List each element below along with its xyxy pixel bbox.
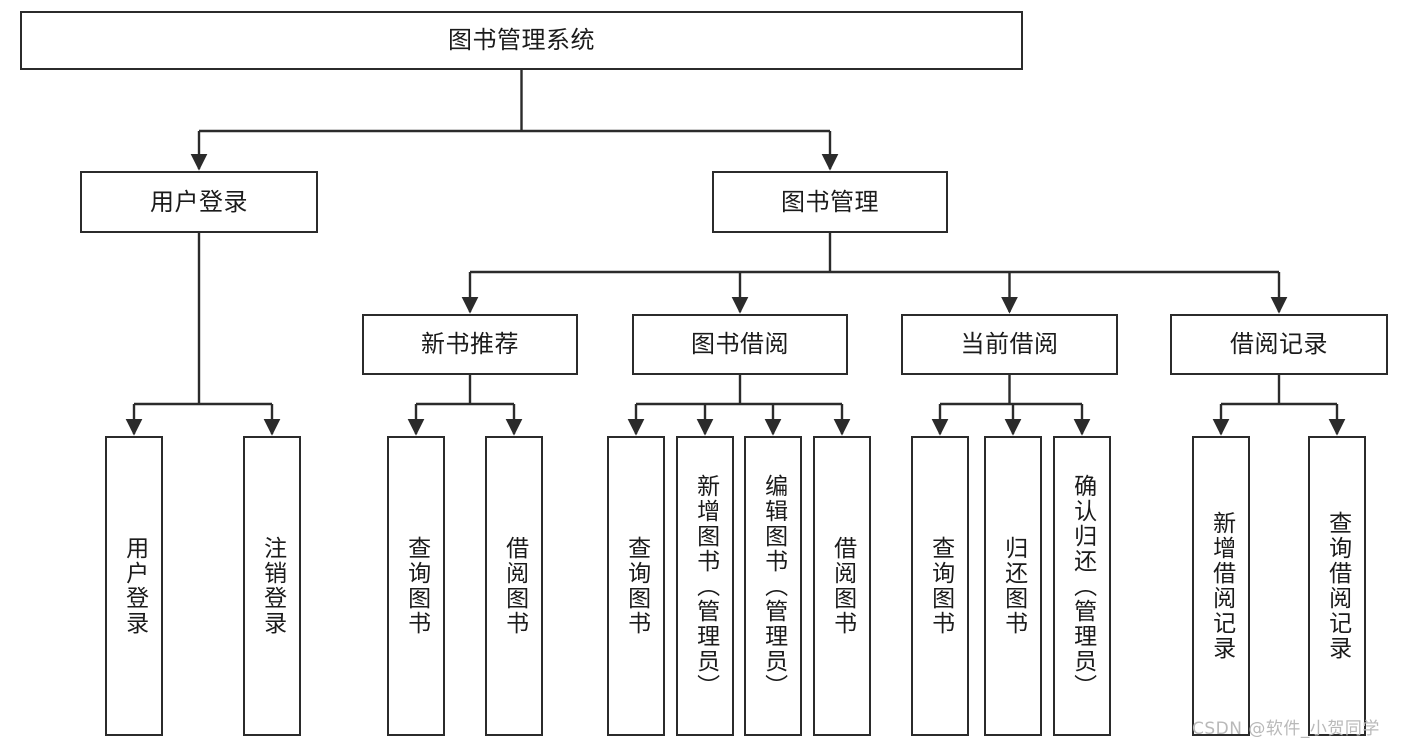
node-label: 用户登录	[150, 187, 248, 216]
node-leaf-query-books-current[interactable]: 查询图书	[911, 436, 969, 736]
csdn-watermark: CSDN @软件_小贺同学	[1192, 719, 1380, 739]
node-current-borrow[interactable]: 当前借阅	[901, 314, 1118, 375]
node-leaf-borrow-books-recommend[interactable]: 借阅图书	[485, 436, 543, 736]
node-leaf-return-book[interactable]: 归还图书	[984, 436, 1042, 736]
node-label: 图书借阅	[691, 330, 789, 359]
node-label: 确认归还（管理员）	[1069, 473, 1096, 699]
node-label: 用户登录	[121, 536, 148, 636]
node-label: 查询借阅记录	[1324, 511, 1351, 661]
node-leaf-add-borrow-record[interactable]: 新增借阅记录	[1192, 436, 1250, 736]
node-label: 编辑图书（管理员）	[760, 473, 787, 699]
node-book-borrow[interactable]: 图书借阅	[632, 314, 848, 375]
node-leaf-query-books-borrow[interactable]: 查询图书	[607, 436, 665, 736]
node-label: 当前借阅	[960, 330, 1059, 359]
node-title[interactable]: 图书管理系统	[20, 11, 1023, 70]
node-label: 图书管理	[781, 187, 879, 216]
node-label: 借阅图书	[829, 536, 856, 636]
node-book-management[interactable]: 图书管理	[712, 171, 948, 233]
node-leaf-add-book-admin[interactable]: 新增图书（管理员）	[676, 436, 734, 736]
node-label: 注销登录	[259, 536, 286, 636]
node-label: 借阅记录	[1230, 330, 1328, 359]
node-label: 新书推荐	[421, 330, 519, 359]
node-leaf-logout[interactable]: 注销登录	[243, 436, 301, 736]
node-user-login[interactable]: 用户登录	[80, 171, 318, 233]
node-label: 查询图书	[403, 536, 430, 636]
node-leaf-query-borrow-record[interactable]: 查询借阅记录	[1308, 436, 1366, 736]
node-leaf-edit-book-admin[interactable]: 编辑图书（管理员）	[744, 436, 802, 736]
node-label: 归还图书	[1000, 536, 1027, 636]
node-leaf-borrow-book[interactable]: 借阅图书	[813, 436, 871, 736]
node-borrow-record[interactable]: 借阅记录	[1170, 314, 1388, 375]
node-leaf-user-login[interactable]: 用户登录	[105, 436, 163, 736]
node-leaf-confirm-return-admin[interactable]: 确认归还（管理员）	[1053, 436, 1111, 736]
node-label: 新增借阅记录	[1208, 511, 1235, 661]
node-label: 借阅图书	[501, 536, 528, 636]
node-leaf-query-books-recommend[interactable]: 查询图书	[387, 436, 445, 736]
node-label: 查询图书	[623, 536, 650, 636]
node-label: 查询图书	[927, 536, 954, 636]
node-label: 图书管理系统	[448, 26, 595, 55]
node-label: 新增图书（管理员）	[692, 473, 719, 699]
node-new-book-recommend[interactable]: 新书推荐	[362, 314, 578, 375]
